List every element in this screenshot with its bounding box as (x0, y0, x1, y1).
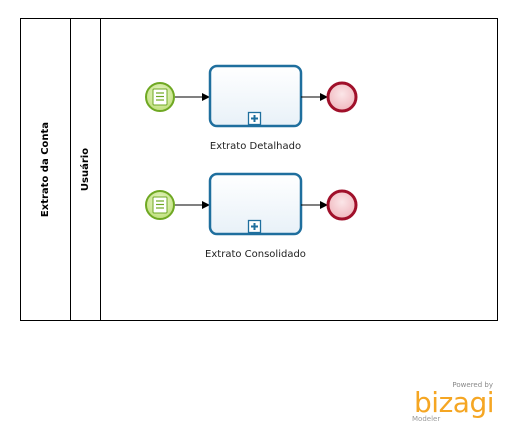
message-start-event-icon (152, 196, 168, 214)
start-event-1[interactable] (145, 82, 175, 112)
flow-extrato-consolidado: Extrato Consolidado (145, 172, 358, 260)
flow-extrato-detalhado: Extrato Detalhado (145, 64, 358, 152)
task-extrato-detalhado[interactable] (208, 64, 303, 128)
task-label: Extrato Consolidado (205, 249, 306, 260)
start-event-2[interactable] (145, 190, 175, 220)
bizagi-logo: Powered by bizagi Modeler (412, 381, 495, 423)
pool[interactable]: Extrato da Conta (20, 18, 498, 321)
end-event-2[interactable] (326, 189, 358, 221)
plus-square-icon (247, 111, 262, 126)
plus-square-icon (247, 219, 262, 234)
pool-label: Extrato da Conta (40, 122, 51, 217)
brand-product: Modeler (412, 415, 440, 423)
message-start-event-icon (152, 88, 168, 106)
end-event-1[interactable] (326, 81, 358, 113)
powered-by-text: Powered by (452, 381, 493, 389)
brand-name: bizagi (414, 386, 494, 419)
task-label: Extrato Detalhado (210, 141, 301, 152)
task-extrato-consolidado[interactable] (208, 172, 303, 236)
lane[interactable]: Usuário (79, 18, 101, 321)
lane-label: Usuário (79, 148, 91, 191)
